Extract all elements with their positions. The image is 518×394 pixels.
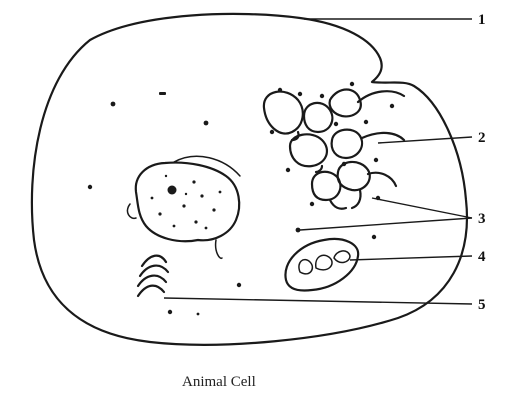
- mitochondrion: [285, 239, 358, 291]
- cell-membrane: [32, 14, 467, 345]
- leader-lines: [164, 19, 472, 304]
- label-3: 3: [478, 211, 486, 227]
- endoplasmic-reticulum: [264, 82, 404, 209]
- golgi-apparatus: [138, 256, 168, 296]
- label-4: 4: [478, 249, 486, 265]
- nucleus: [128, 156, 240, 258]
- label-5: 5: [478, 297, 486, 313]
- label-2: 2: [478, 130, 486, 146]
- label-1: 1: [478, 12, 486, 28]
- diagram-caption: Animal Cell: [182, 374, 256, 390]
